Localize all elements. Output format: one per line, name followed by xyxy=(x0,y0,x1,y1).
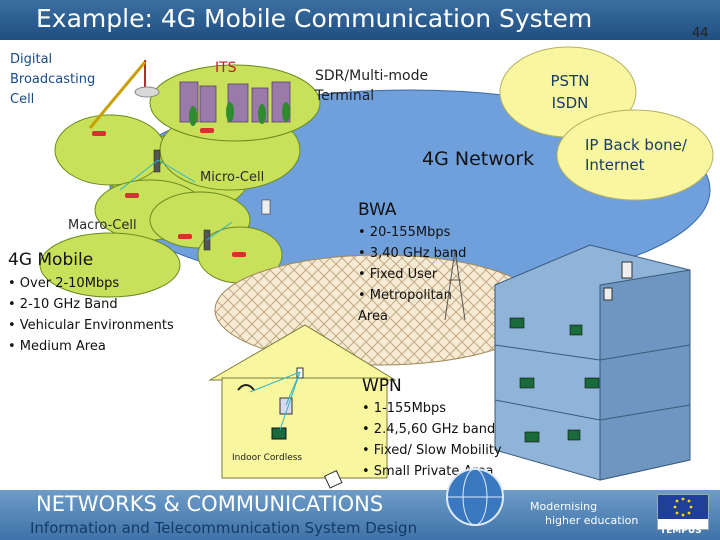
radio-links xyxy=(119,159,233,241)
slide-title: Example: 4G Mobile Communication System xyxy=(36,4,593,33)
indoor-cordless-label: Indoor Cordless xyxy=(232,453,303,463)
car-icons xyxy=(92,128,246,257)
micro-cell-label: Micro-Cell xyxy=(200,170,265,185)
4g-mobile-bullet: • Vehicular Environments xyxy=(8,318,174,333)
footer-title: NETWORKS & COMMUNICATIONS xyxy=(36,492,384,516)
ip-backbone-bubble xyxy=(556,109,714,201)
wpn-bullet: • Fixed/ Slow Mobility xyxy=(362,443,502,458)
macro-cell-label: Macro-Cell xyxy=(68,218,137,233)
4g-network-label: 4G Network xyxy=(422,148,535,170)
bwa-title: BWA xyxy=(358,200,397,220)
title-bar xyxy=(0,0,720,40)
wpn-bullet: • 2.4,5,60 GHz band xyxy=(362,422,496,437)
ip-backbone-label: IP Back bone/ Internet xyxy=(585,136,687,174)
eu-flag-icon xyxy=(657,494,709,530)
its-label: ITS xyxy=(215,60,237,76)
bwa-bullet: • 20-155Mbps xyxy=(358,225,451,240)
sdr-terminal-label: SDR/Multi-mode Terminal xyxy=(315,68,429,104)
office-devices xyxy=(509,317,600,443)
footer-bar xyxy=(0,490,720,540)
digital-broadcasting-label: Digital Broadcasting Cell xyxy=(10,52,99,107)
page-number: 44 xyxy=(692,26,709,41)
bwa-tower-icon xyxy=(444,249,466,321)
indoor-house xyxy=(208,324,397,479)
footer-right-line1: Modernising xyxy=(530,500,598,513)
indoor-links xyxy=(249,371,301,431)
footer-right-line2: higher education xyxy=(545,514,639,527)
bwa-bullet: • Fixed User xyxy=(358,267,438,282)
bwa-block: BWA • 20-155Mbps • 3,40 GHz band • Fixed… xyxy=(358,200,478,327)
4g-mobile-block: 4G Mobile • Over 2-10Mbps • 2-10 GHz Ban… xyxy=(8,250,174,357)
document-icon xyxy=(323,470,343,489)
4g-mobile-bullet: • Over 2-10Mbps xyxy=(8,276,120,291)
4g-mobile-bullet: • Medium Area xyxy=(8,339,106,354)
network-diagram: Digital Broadcasting Cell xyxy=(10,46,714,489)
wpn-title: WPN xyxy=(362,376,402,396)
tempus-logo-text: TEMPUS xyxy=(660,526,702,536)
pstn-isdn-label: PSTN ISDN xyxy=(550,72,590,112)
broadcast-tower-icon xyxy=(88,60,160,129)
office-antenna-icons xyxy=(603,261,633,301)
its-trees xyxy=(189,102,290,126)
bwa-bullet: • Metropolitan Area xyxy=(358,288,452,324)
wpn-bullet: • 1-155Mbps xyxy=(362,401,447,416)
bwa-bullet: • 3,40 GHz band xyxy=(358,246,467,261)
4g-mobile-bullet: • 2-10 GHz Band xyxy=(8,297,118,312)
4g-mobile-title: 4G Mobile xyxy=(8,250,94,270)
globe-logo-icon xyxy=(446,468,504,526)
office-building xyxy=(494,244,691,481)
footer-subtitle: Information and Telecommunication System… xyxy=(30,519,418,537)
